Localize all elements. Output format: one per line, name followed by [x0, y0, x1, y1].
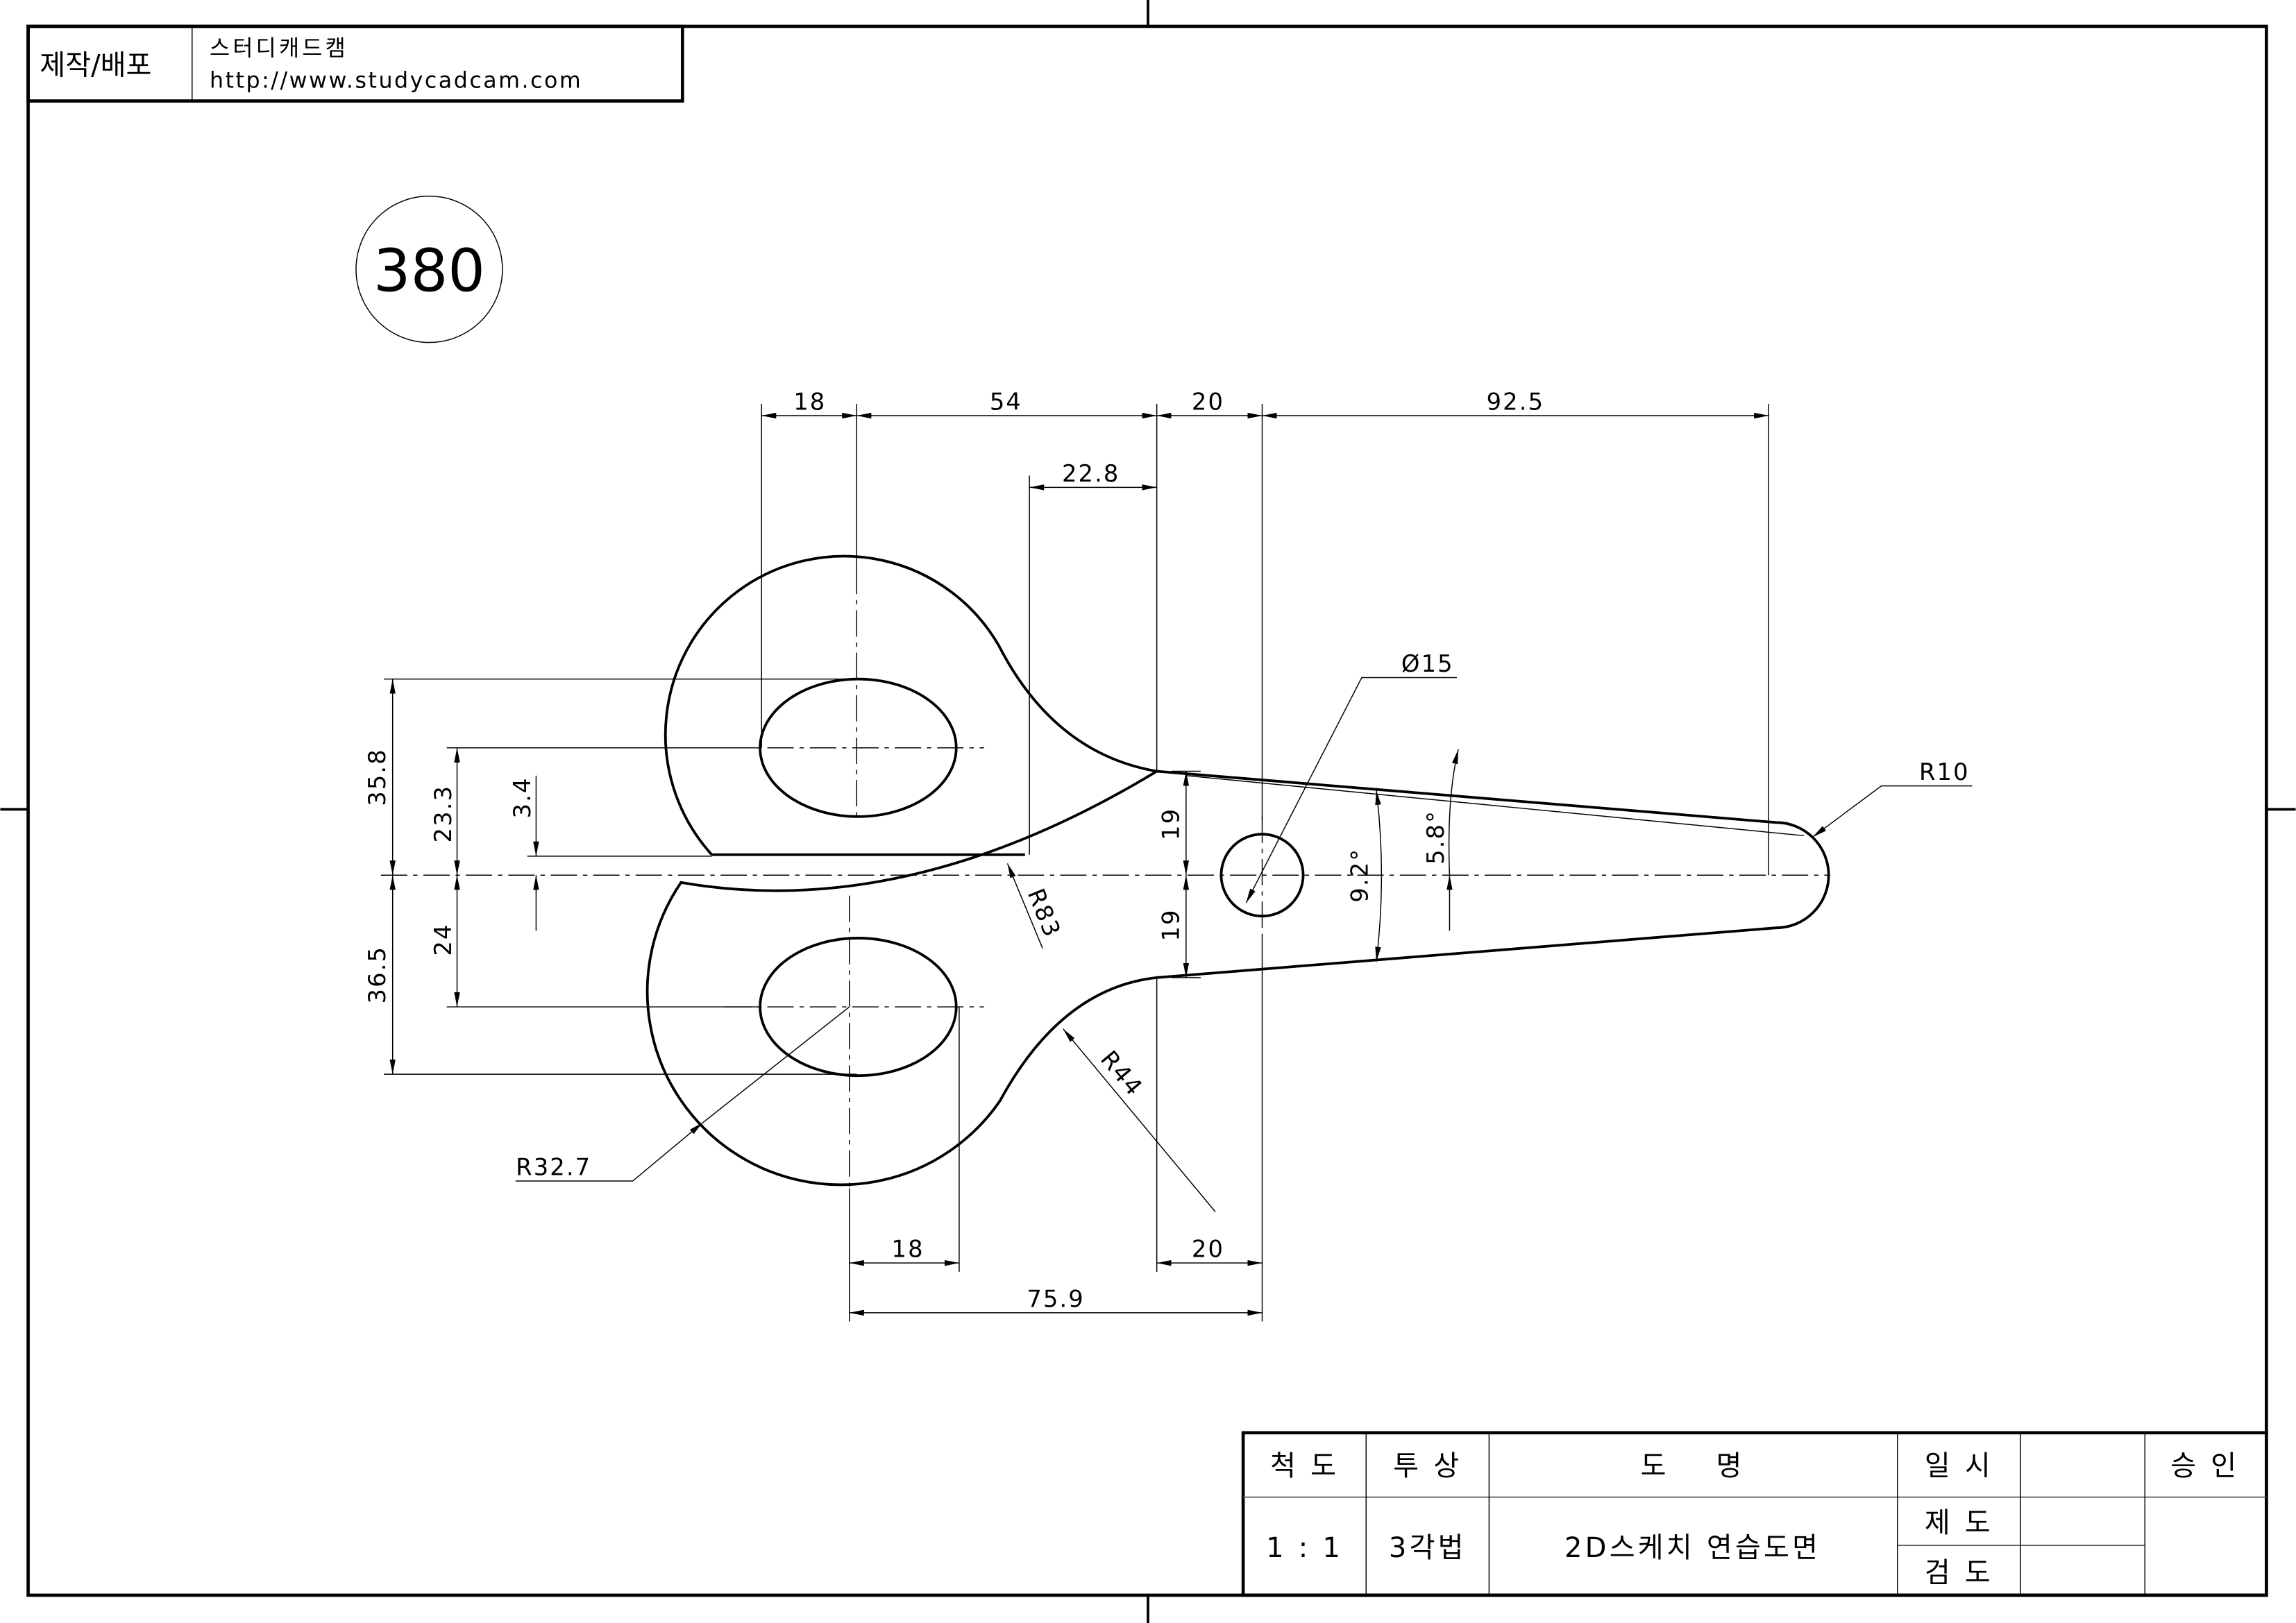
projection-label: 투 상	[1393, 1450, 1462, 1482]
dim-bottom-75-9: 75.9	[1027, 1285, 1085, 1312]
sheet-border	[26, 24, 2268, 1597]
scale-label: 척 도	[1270, 1450, 1339, 1482]
projection-value: 3각법	[1389, 1532, 1467, 1564]
dim-r10: R10	[1919, 758, 1970, 785]
dimension-lines	[389, 412, 1973, 1316]
checked-label: 검 도	[1925, 1557, 1993, 1589]
dim-19-lower: 19	[1157, 908, 1184, 941]
drawing-number-badge: 380	[355, 195, 503, 343]
title-block: 척 도 투 상 도 명 일 시 승 인 1 : 1 3각법 2D스케치 연습도면…	[1241, 1431, 2268, 1597]
dim-23-3: 23.3	[430, 785, 457, 843]
header-company: 스터디캐드캠	[210, 36, 348, 61]
drawing-name-value: 2D스케치 연습도면	[1564, 1532, 1821, 1564]
drawn-label: 제 도	[1925, 1507, 1993, 1539]
header-label: 제작/배포	[40, 50, 151, 82]
drawing-number: 380	[373, 237, 485, 305]
dim-diameter-15: Ø15	[1401, 650, 1454, 677]
extension-lines	[384, 404, 1804, 1322]
dim-bottom-20: 20	[1192, 1236, 1224, 1263]
dim-24: 24	[430, 923, 457, 955]
dim-r32-7: R32.7	[516, 1154, 591, 1181]
dim-top-18: 18	[793, 389, 826, 416]
dim-angle-5-8: 5.8°	[1422, 810, 1449, 865]
scale-value: 1 : 1	[1266, 1532, 1343, 1564]
dim-19-upper: 19	[1157, 808, 1184, 840]
date-label: 일 시	[1925, 1450, 1993, 1482]
dimension-labels: 18 54 20 92.5 22.8 Ø15 R10 35.8 23.3 3.4…	[364, 389, 1970, 1313]
dim-3-4: 3.4	[509, 776, 536, 818]
header-box: 제작/배포 스터디캐드캠 http://www.studycadcam.com	[26, 24, 684, 103]
drawing-name-label: 도 명	[1641, 1450, 1745, 1482]
header-url[interactable]: http://www.studycadcam.com	[210, 69, 582, 94]
dim-35-8: 35.8	[364, 748, 391, 806]
dim-r44: R44	[1095, 1046, 1149, 1102]
dim-top-20: 20	[1192, 389, 1224, 416]
pivot-hole	[1219, 833, 1305, 918]
dim-36-5: 36.5	[364, 946, 391, 1004]
part-outline	[645, 554, 1830, 1187]
approval-label: 승 인	[2170, 1450, 2239, 1482]
center-lines	[380, 568, 1830, 1189]
dim-bottom-18: 18	[892, 1236, 925, 1263]
dim-22-8: 22.8	[1062, 460, 1120, 487]
dim-top-92-5: 92.5	[1487, 389, 1545, 416]
dim-angle-9-2: 9.2°	[1346, 848, 1373, 903]
dim-top-54: 54	[990, 389, 1022, 416]
dim-r83: R83	[1022, 885, 1066, 942]
